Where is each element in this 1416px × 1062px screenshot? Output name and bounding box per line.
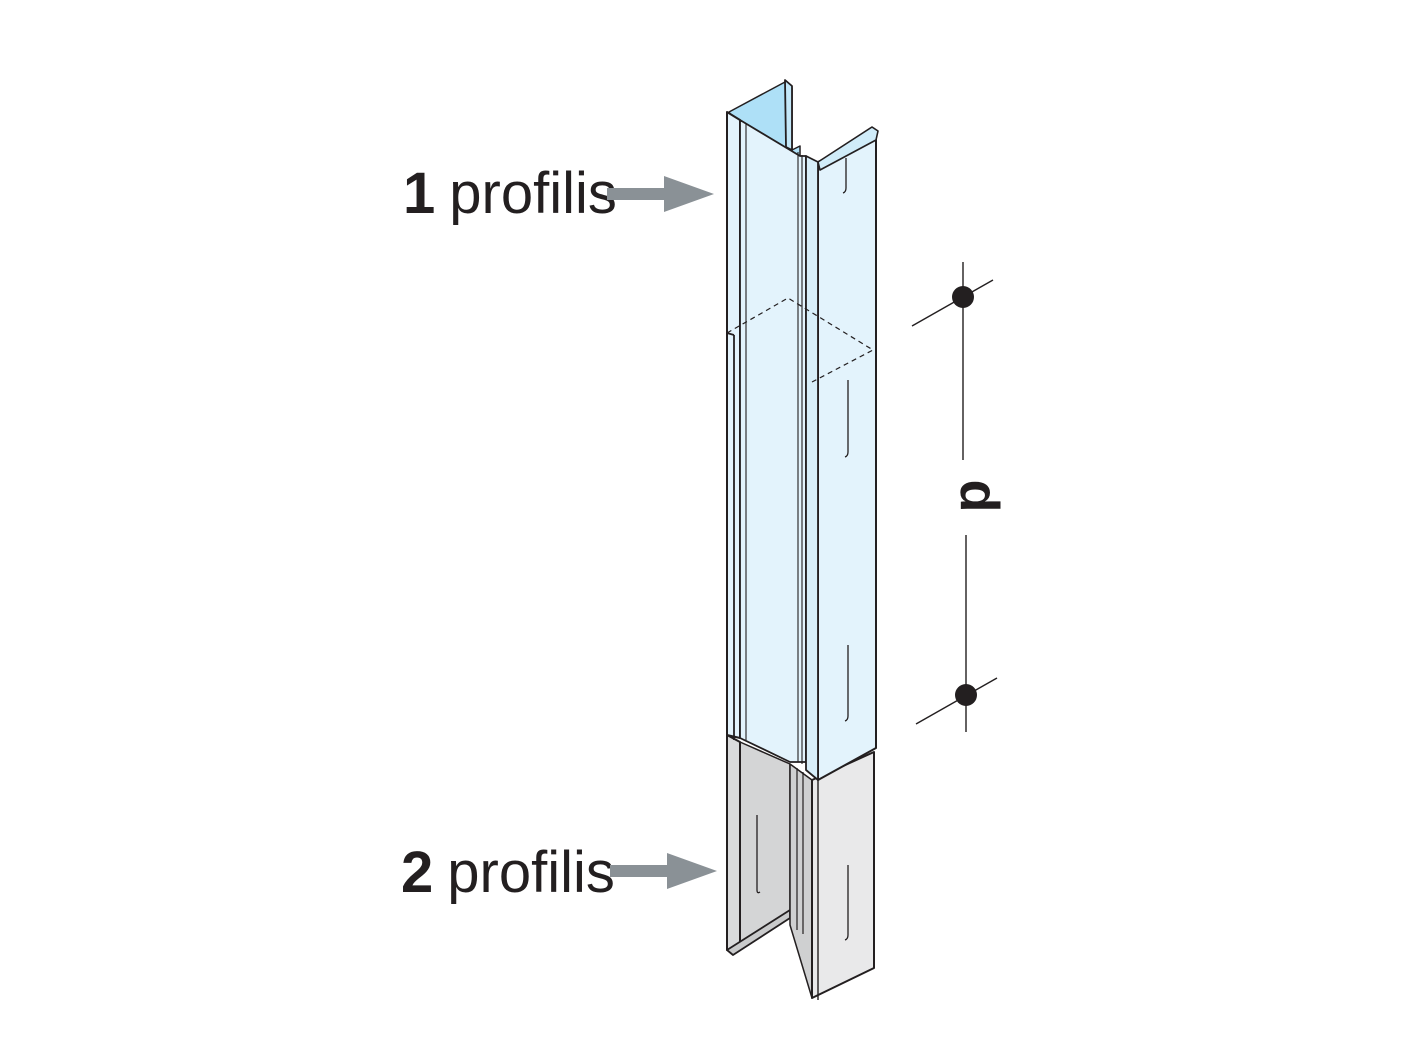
upper-profile-front-edge — [805, 155, 819, 781]
arrow-profile-2 — [610, 853, 717, 889]
upper-profile — [726, 79, 879, 781]
label-profile-2-number: 2 — [401, 840, 433, 905]
label-profile-1-number: 1 — [403, 161, 435, 226]
label-profile-1-word: profilis — [449, 161, 617, 226]
dimension-dot-upper — [952, 286, 974, 308]
label-profile-2-word: profilis — [447, 840, 615, 905]
lower-profile — [726, 734, 875, 1000]
dimension-dot-lower — [955, 684, 977, 706]
lower-profile-left-flange — [726, 734, 741, 951]
upper-profile-top-right-lip — [817, 126, 879, 171]
dimension-letter-p: p — [941, 480, 1001, 513]
lower-profile-web — [789, 763, 813, 999]
dimension-tick-upper — [911, 279, 994, 327]
lower-profile-front-face — [811, 751, 875, 999]
arrow-profile-1 — [607, 176, 714, 212]
upper-profile-top-lip — [784, 79, 793, 151]
upper-profile-web — [739, 119, 807, 763]
overlap-top-outline — [726, 297, 874, 383]
dimension-tick-lower — [915, 677, 998, 725]
dimension-p: p — [911, 262, 1001, 732]
